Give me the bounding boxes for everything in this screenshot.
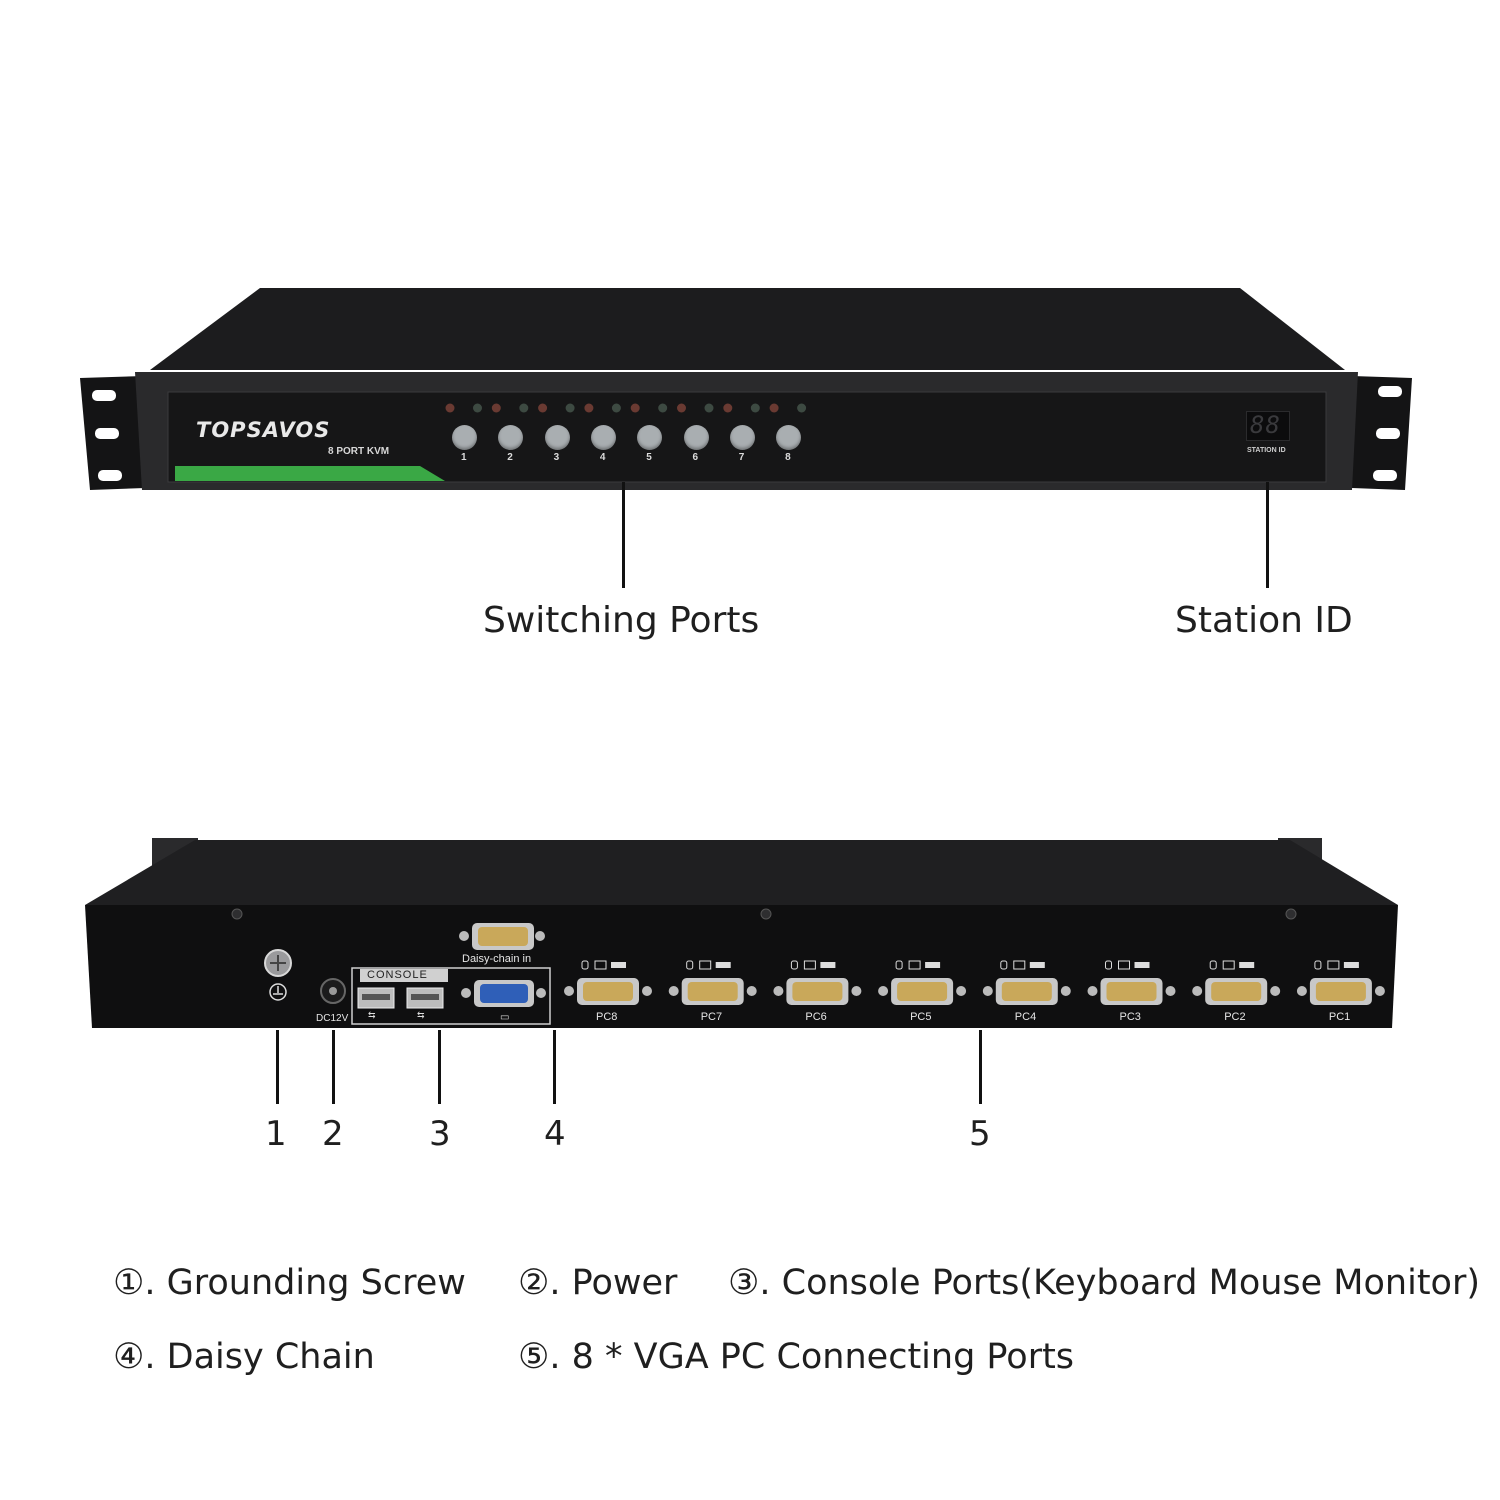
port-led-6-green bbox=[704, 403, 714, 413]
port-button-6[interactable] bbox=[683, 425, 709, 450]
pc-port-label: PC8 bbox=[596, 1011, 618, 1023]
model-label: 8 PORT KVM bbox=[328, 446, 390, 457]
station-id-label-callout: Station ID bbox=[1175, 600, 1353, 641]
port-led-1-red bbox=[445, 403, 455, 413]
port-button-label: 3 bbox=[553, 452, 560, 463]
pc-port-label: PC4 bbox=[1014, 1011, 1037, 1023]
port-led-5-green bbox=[658, 403, 668, 413]
vga-port-pc2 bbox=[1192, 960, 1281, 1005]
port-button-label: 8 bbox=[785, 452, 791, 463]
pc-port-label: PC5 bbox=[910, 1011, 932, 1023]
port-button-3[interactable] bbox=[544, 425, 570, 450]
callout-number-1: 1 bbox=[265, 1114, 287, 1154]
usb-port-1 bbox=[357, 987, 395, 1009]
callout-line-5 bbox=[979, 1030, 982, 1104]
port-button-2[interactable] bbox=[498, 425, 524, 450]
ground-symbol-icon bbox=[269, 983, 287, 1001]
vga-port-pc6 bbox=[773, 960, 862, 1005]
vga-port-pc7 bbox=[668, 960, 757, 1005]
usb-icon-2: ⇆ bbox=[417, 1010, 425, 1020]
port-button-label: 5 bbox=[646, 452, 652, 463]
daisy-chain-label: Daisy-chain in bbox=[462, 953, 532, 965]
port-button-5[interactable] bbox=[637, 425, 663, 450]
console-box bbox=[351, 967, 551, 1025]
dc12v-label: DC12V bbox=[316, 1013, 349, 1024]
station-id-label: STATION ID bbox=[1247, 447, 1286, 454]
port-led-8-red bbox=[769, 403, 779, 413]
vga-port-pc8 bbox=[564, 960, 652, 1005]
right-rack-ear bbox=[1352, 376, 1412, 490]
port-button-8[interactable] bbox=[776, 425, 802, 450]
status-leds bbox=[445, 403, 807, 413]
monitor-icon: ▭ bbox=[500, 1012, 509, 1023]
pc-port-label: PC3 bbox=[1119, 1011, 1141, 1023]
legend-grounding-screw: ①. Grounding Screw bbox=[113, 1263, 466, 1303]
usb-port-2 bbox=[406, 987, 444, 1009]
port-led-3-green bbox=[565, 403, 575, 413]
legend-console-ports: ③. Console Ports(Keyboard Mouse Monitor) bbox=[728, 1263, 1481, 1303]
left-rack-ear bbox=[80, 376, 145, 490]
callout-number-5: 5 bbox=[969, 1114, 991, 1154]
legend-power: ②. Power bbox=[518, 1263, 678, 1303]
green-accent-strip bbox=[175, 466, 445, 481]
pc-port-label: PC1 bbox=[1328, 1011, 1351, 1023]
port-button-label: 6 bbox=[692, 452, 699, 463]
callout-line-2 bbox=[332, 1030, 335, 1104]
port-led-7-green bbox=[750, 403, 760, 413]
rear-panel: ⇆ ⇆ ▭ bbox=[85, 838, 1398, 1028]
callout-number-3: 3 bbox=[429, 1114, 451, 1154]
port-led-4-green bbox=[611, 403, 621, 413]
vga-port-pc1 bbox=[1296, 960, 1385, 1005]
port-led-2-green bbox=[519, 403, 529, 413]
port-button-label: 2 bbox=[507, 452, 513, 463]
pc-port-label: PC7 bbox=[700, 1011, 723, 1023]
port-led-2-red bbox=[491, 403, 501, 413]
pc-port-label: PC6 bbox=[805, 1011, 827, 1023]
port-led-8-green bbox=[797, 403, 807, 413]
vga-port-pc4 bbox=[982, 960, 1071, 1005]
station-id-callout-line bbox=[1266, 482, 1269, 588]
switching-ports-callout-line bbox=[622, 482, 625, 588]
port-button-7[interactable] bbox=[729, 425, 755, 450]
dc-power-jack bbox=[320, 978, 346, 1004]
brand-logo: TOPSAVOS bbox=[196, 418, 331, 442]
port-button-label: 4 bbox=[599, 452, 606, 463]
legend-daisy-chain: ④. Daisy Chain bbox=[113, 1337, 375, 1377]
switching-ports-label: Switching Ports bbox=[483, 600, 760, 641]
callout-line-4 bbox=[553, 1030, 556, 1104]
grounding-screw bbox=[264, 949, 292, 977]
station-id-display bbox=[1246, 411, 1290, 441]
port-button-1[interactable] bbox=[452, 425, 477, 450]
port-led-3-red bbox=[538, 403, 548, 413]
port-button-4[interactable] bbox=[590, 425, 616, 450]
station-id-digits: 88 bbox=[1250, 411, 1281, 439]
pc-port-label: PC2 bbox=[1224, 1011, 1246, 1023]
callout-number-4: 4 bbox=[544, 1114, 566, 1154]
vga-port-pc3 bbox=[1087, 960, 1176, 1005]
port-button-label: 7 bbox=[738, 452, 745, 463]
port-led-1-green bbox=[473, 403, 482, 413]
usb-icon: ⇆ bbox=[368, 1010, 376, 1020]
port-led-7-red bbox=[723, 403, 733, 413]
port-led-5-red bbox=[630, 403, 640, 413]
vga-port-pc5 bbox=[878, 960, 967, 1005]
port-led-4-red bbox=[584, 403, 594, 413]
legend-vga-ports: ⑤. 8 * VGA PC Connecting Ports bbox=[518, 1337, 1075, 1377]
callout-line-3 bbox=[438, 1030, 441, 1104]
console-label: CONSOLE bbox=[367, 969, 428, 981]
port-button-label: 1 bbox=[461, 452, 467, 463]
callout-number-2: 2 bbox=[322, 1114, 344, 1154]
daisy-chain-port bbox=[459, 923, 545, 950]
monitor-vga-port bbox=[461, 980, 546, 1007]
callout-line-1 bbox=[276, 1030, 279, 1104]
port-led-6-red bbox=[677, 403, 686, 413]
